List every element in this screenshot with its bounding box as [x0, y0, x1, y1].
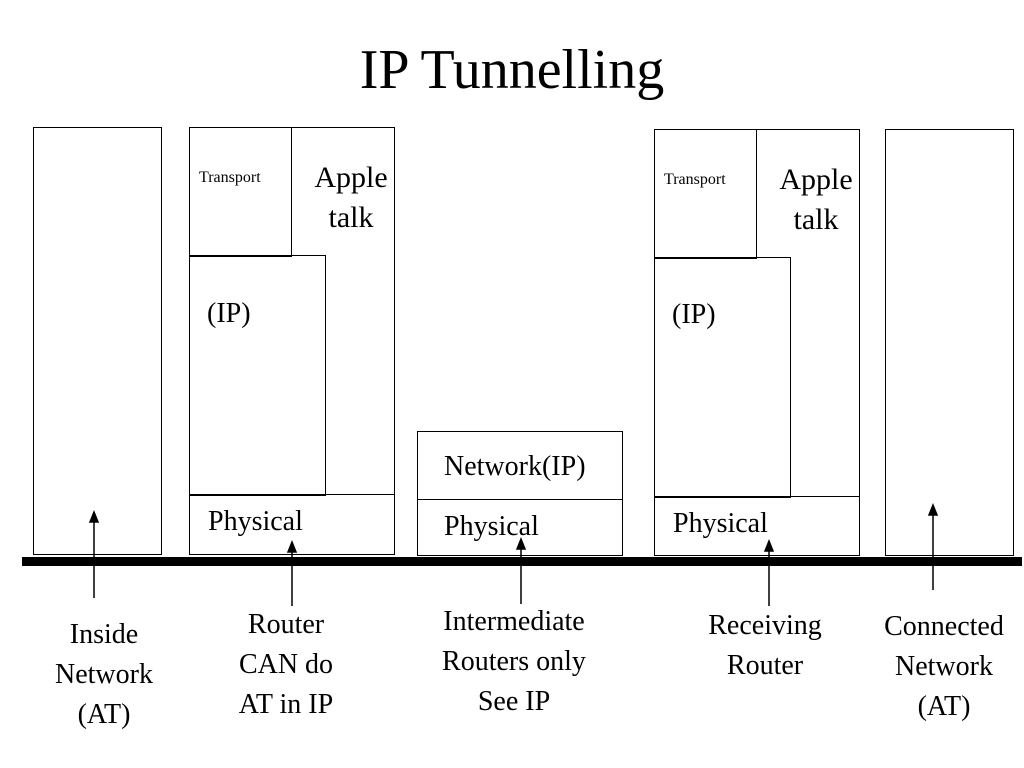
- sender-ip-layer: [189, 255, 326, 496]
- receiver-physical-layer: [654, 496, 860, 556]
- intermediate-network-label: Network(IP): [444, 451, 586, 482]
- connected-arrow: [927, 502, 939, 590]
- network-baseline: [22, 557, 1022, 566]
- intermediate-arrow: [515, 536, 527, 604]
- sender-ip-label: (IP): [207, 298, 251, 329]
- intermediate-network-layer: [417, 431, 623, 500]
- receiver-physical-label: Physical: [673, 508, 768, 539]
- inside-network-stack: [33, 127, 162, 555]
- receiver-transport-layer: [654, 129, 757, 259]
- receiver-appletalk-label: Apple talk: [779, 163, 853, 236]
- sender-transport-label: Transport: [199, 169, 261, 186]
- intermediate-router-caption: Intermediate Routers only See IP: [442, 606, 586, 717]
- sender-physical-label: Physical: [208, 506, 303, 537]
- sender-appletalk-label: Apple talk: [314, 161, 388, 234]
- receiver-transport-label: Transport: [664, 171, 726, 188]
- sender-router-caption: Router CAN do AT in IP: [238, 609, 334, 720]
- sender-transport-layer: [189, 127, 292, 257]
- intermediate-physical-label: Physical: [444, 511, 539, 542]
- inside-arrow: [88, 509, 100, 598]
- connected-network-stack: [885, 129, 1014, 556]
- sender-arrow: [286, 539, 298, 606]
- receiver-ip-label: (IP): [672, 299, 716, 330]
- inside-network-caption: Inside Network (AT): [55, 619, 153, 730]
- connected-network-caption: Connected Network (AT): [884, 611, 1004, 722]
- diagram-title: IP Tunnelling: [359, 39, 665, 101]
- receiver-ip-layer: [654, 257, 791, 498]
- receiver-arrow: [763, 538, 775, 606]
- receiving-router-caption: Receiving Router: [708, 610, 822, 681]
